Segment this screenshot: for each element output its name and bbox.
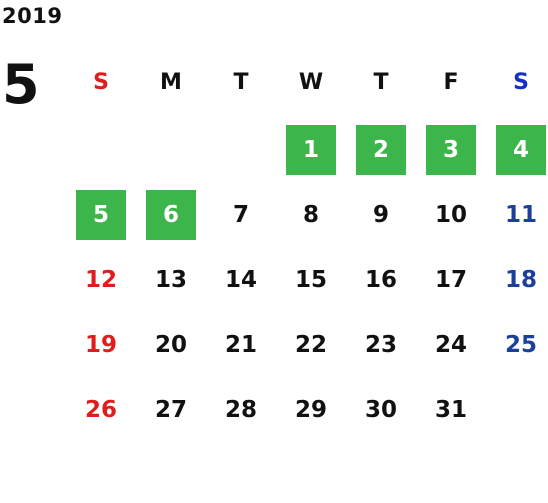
day-cell-6[interactable]: 6 [146, 190, 196, 240]
day-cell-12[interactable]: 12 [84, 267, 117, 293]
day-cell-15[interactable]: 15 [294, 267, 327, 293]
day-cell-17[interactable]: 17 [434, 267, 467, 293]
day-cell-8[interactable]: 8 [302, 202, 319, 228]
weekday-header-tue: T [233, 70, 249, 95]
day-cell-4[interactable]: 4 [496, 125, 546, 175]
day-cell-1[interactable]: 1 [286, 125, 336, 175]
day-cell-7[interactable]: 7 [232, 202, 249, 228]
day-cell-10[interactable]: 10 [434, 202, 467, 228]
day-cell-22[interactable]: 22 [294, 332, 327, 358]
year-label: 2019 [2, 4, 63, 28]
day-cell-20[interactable]: 20 [154, 332, 187, 358]
weekday-header-fri: F [443, 70, 459, 95]
day-cell-25[interactable]: 25 [504, 332, 537, 358]
day-cell-27[interactable]: 27 [154, 397, 187, 423]
day-cell-13[interactable]: 13 [154, 267, 187, 293]
day-cell-23[interactable]: 23 [364, 332, 397, 358]
month-number: 5 [2, 53, 40, 116]
day-cell-19[interactable]: 19 [84, 332, 117, 358]
day-cell-28[interactable]: 28 [224, 397, 257, 423]
day-cell-31[interactable]: 31 [434, 397, 467, 423]
weekday-header-thu: T [373, 70, 389, 95]
day-cell-24[interactable]: 24 [434, 332, 467, 358]
day-cell-30[interactable]: 30 [364, 397, 397, 423]
day-cell-26[interactable]: 26 [84, 397, 117, 423]
day-cell-21[interactable]: 21 [224, 332, 257, 358]
day-cell-2[interactable]: 2 [356, 125, 406, 175]
day-cell-11[interactable]: 11 [504, 202, 537, 228]
day-cell-9[interactable]: 9 [372, 202, 389, 228]
day-cell-29[interactable]: 29 [294, 397, 327, 423]
day-cell-3[interactable]: 3 [426, 125, 476, 175]
day-cell-14[interactable]: 14 [224, 267, 257, 293]
day-cell-16[interactable]: 16 [364, 267, 397, 293]
weekday-header-wed: W [298, 70, 324, 95]
weekday-header-sun: S [93, 70, 109, 95]
day-cell-5[interactable]: 5 [76, 190, 126, 240]
weekday-header-mon: M [160, 70, 182, 95]
day-cell-18[interactable]: 18 [504, 267, 537, 293]
weekday-header-sat: S [513, 70, 529, 95]
